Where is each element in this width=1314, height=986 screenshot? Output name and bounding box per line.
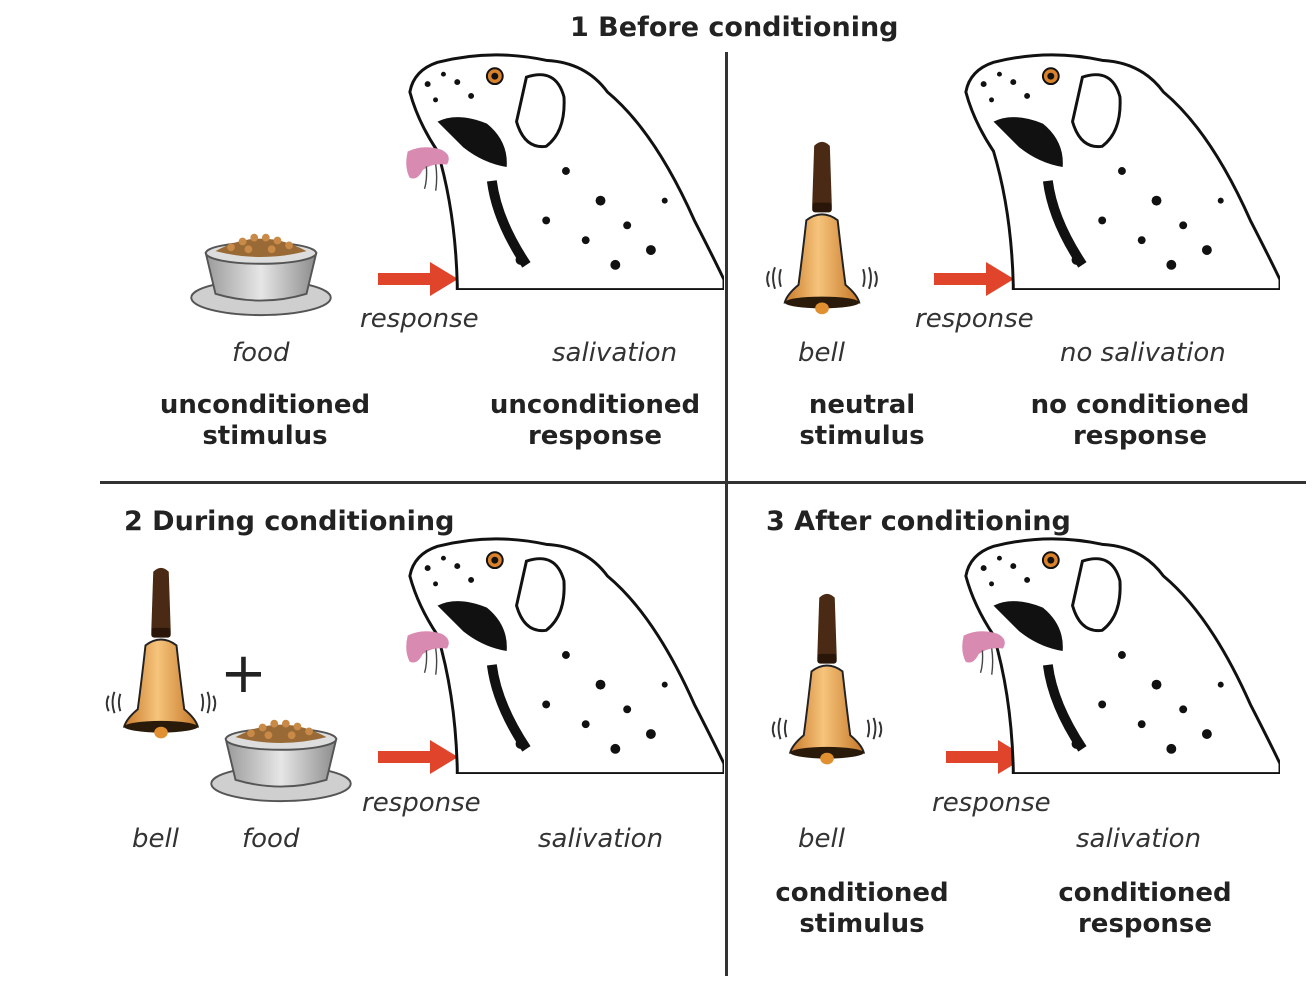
panel1-right-response-label: no salivation	[1060, 338, 1226, 368]
panel3-stimulus-label: bell	[798, 824, 845, 854]
panel1-stimulus-label: food	[232, 338, 290, 368]
tongue-icon	[960, 628, 1016, 684]
bowl-icon	[188, 226, 334, 318]
tongue-icon	[404, 628, 460, 684]
bell-icon	[102, 564, 220, 748]
horizontal-divider	[100, 481, 1306, 484]
panel2-response-label: salivation	[538, 824, 664, 854]
panel1-title: 1 Before conditioning	[570, 12, 899, 43]
panel1-right-stimulus-label: bell	[798, 338, 845, 368]
panel1-response-label: salivation	[552, 338, 678, 368]
panel2-bell-label: bell	[132, 824, 179, 854]
vertical-divider	[725, 52, 728, 976]
dog-icon	[954, 52, 1280, 290]
tongue-icon	[404, 144, 460, 200]
panel3-arrow-label: response	[932, 788, 1051, 818]
panel3-response-label: salivation	[1076, 824, 1202, 854]
bell-icon	[762, 138, 882, 324]
bell-icon	[768, 590, 886, 774]
panel1-right-arrow-label: response	[915, 304, 1034, 334]
plus-sign: +	[220, 641, 267, 706]
panel2-food-label: food	[242, 824, 300, 854]
bowl-icon	[208, 712, 354, 804]
panel1-arrow-label: response	[360, 304, 479, 334]
panel3-title: 3 After conditioning	[766, 506, 1071, 537]
panel2-arrow-label: response	[362, 788, 481, 818]
panel2-title: 2 During conditioning	[124, 506, 455, 537]
